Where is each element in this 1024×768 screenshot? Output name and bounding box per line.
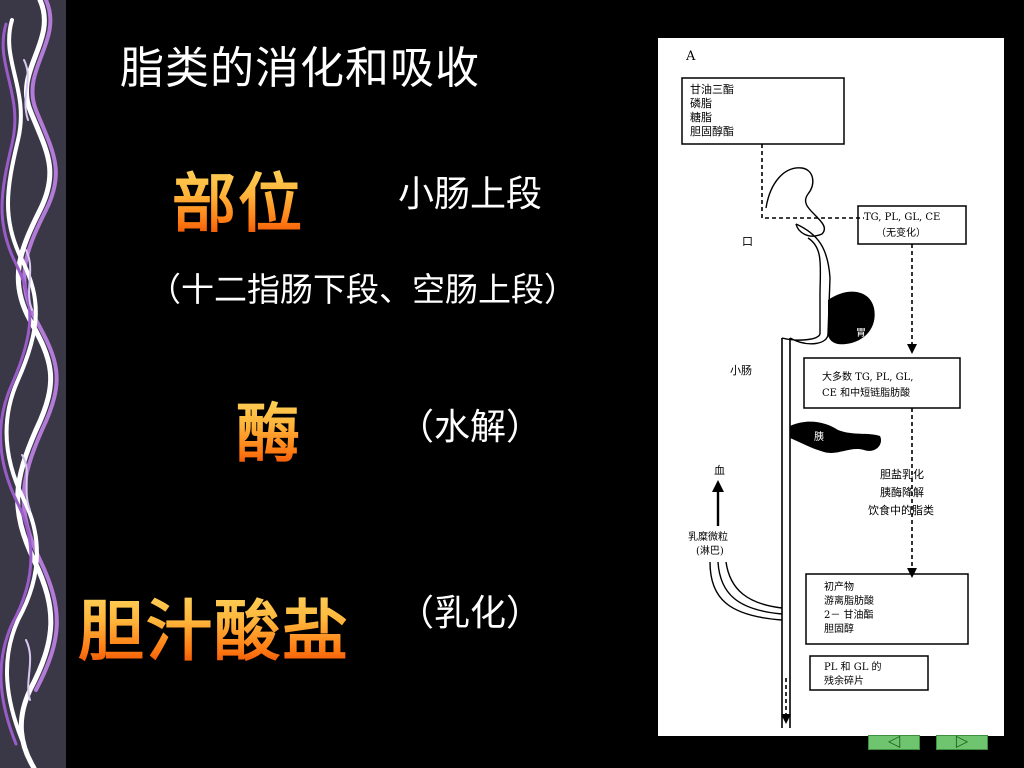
stomach-shape: [827, 291, 875, 345]
residue-2: 残余碎片: [824, 674, 864, 687]
site-heading: 部位: [172, 153, 304, 245]
process-line-2: 胰酶降解: [880, 485, 924, 499]
arrow-head-2: [907, 568, 917, 578]
diet-to-mouth-path: [761, 144, 864, 219]
previous-slide-button[interactable]: ◁: [868, 731, 920, 750]
exit-arrow-head: [781, 714, 791, 724]
blood-arrow-head: [712, 480, 724, 492]
lipid-digestion-diagram: A 甘油三酯 磷脂 糖脂 胆固醇酯 口 TG, PL, GL, CE （无变化）…: [658, 38, 1004, 736]
pancreas-shape: [790, 421, 882, 453]
product-3: 2－ 甘油酯: [824, 608, 874, 621]
intestine-result-2: CE 和中短链脂肪酸: [822, 386, 910, 399]
process-line-1: 胆盐乳化: [880, 467, 924, 481]
process-line-3: 饮食中的脂类: [868, 503, 934, 517]
chylomicron-label-2: (淋巴): [696, 544, 724, 557]
stomach-label: 胃: [856, 327, 866, 339]
diet-item-3: 糖脂: [690, 110, 712, 124]
product-2: 游离脂肪酸: [824, 594, 874, 607]
arrow-head-1: [907, 344, 917, 354]
intestine-result-1: 大多数 TG, PL, GL,: [822, 370, 913, 383]
product-1: 初产物: [824, 580, 854, 593]
next-arrow-icon: ▷: [955, 731, 969, 750]
small-intestine-label: 小肠: [730, 364, 752, 377]
diet-item-2: 磷脂: [690, 96, 712, 110]
decorative-ribbon-band: [0, 0, 66, 768]
intestine-tube: [781, 338, 791, 728]
pancreas-label: 胰: [814, 430, 824, 443]
esophagus-tube: [795, 223, 831, 335]
mouth-label: 口: [742, 235, 753, 248]
enzyme-note: （水解）: [398, 407, 543, 448]
lymph-curve-2: [717, 561, 783, 615]
panel-letter: A: [685, 49, 696, 64]
head-outline: [765, 167, 826, 237]
lymph-curve-3: [725, 561, 783, 609]
blood-label: 血: [714, 463, 725, 477]
residue-1: PL 和 GL 的: [824, 660, 882, 673]
site-detail: （十二指肠下段、空肠上段）: [148, 270, 577, 309]
diet-item-1: 甘油三酯: [690, 82, 734, 96]
bile-salt-note: （乳化）: [398, 593, 543, 634]
slide-title: 脂类的消化和吸收: [120, 43, 480, 94]
intestine-result-box: [803, 357, 961, 409]
next-slide-button[interactable]: ▷: [936, 731, 988, 750]
site-value: 小肠上段: [398, 174, 543, 215]
tube-connector: [781, 333, 829, 345]
residue-box: [809, 655, 929, 691]
lymph-curve-1: [709, 561, 783, 621]
bile-salt-heading: 胆汁酸盐: [78, 578, 350, 674]
previous-arrow-icon: ◁: [887, 731, 901, 750]
products-box: [805, 573, 969, 645]
diet-item-4: 胆固醇酯: [690, 124, 734, 138]
chylomicron-label-1: 乳糜微粒: [688, 530, 728, 543]
mouth-result-2: （无变化）: [876, 226, 926, 239]
enzyme-heading: 酶: [236, 383, 302, 475]
product-4: 胆固醇: [824, 622, 854, 635]
diet-lipid-box: [681, 77, 845, 145]
mouth-result-1: TG, PL, GL, CE: [864, 212, 940, 223]
